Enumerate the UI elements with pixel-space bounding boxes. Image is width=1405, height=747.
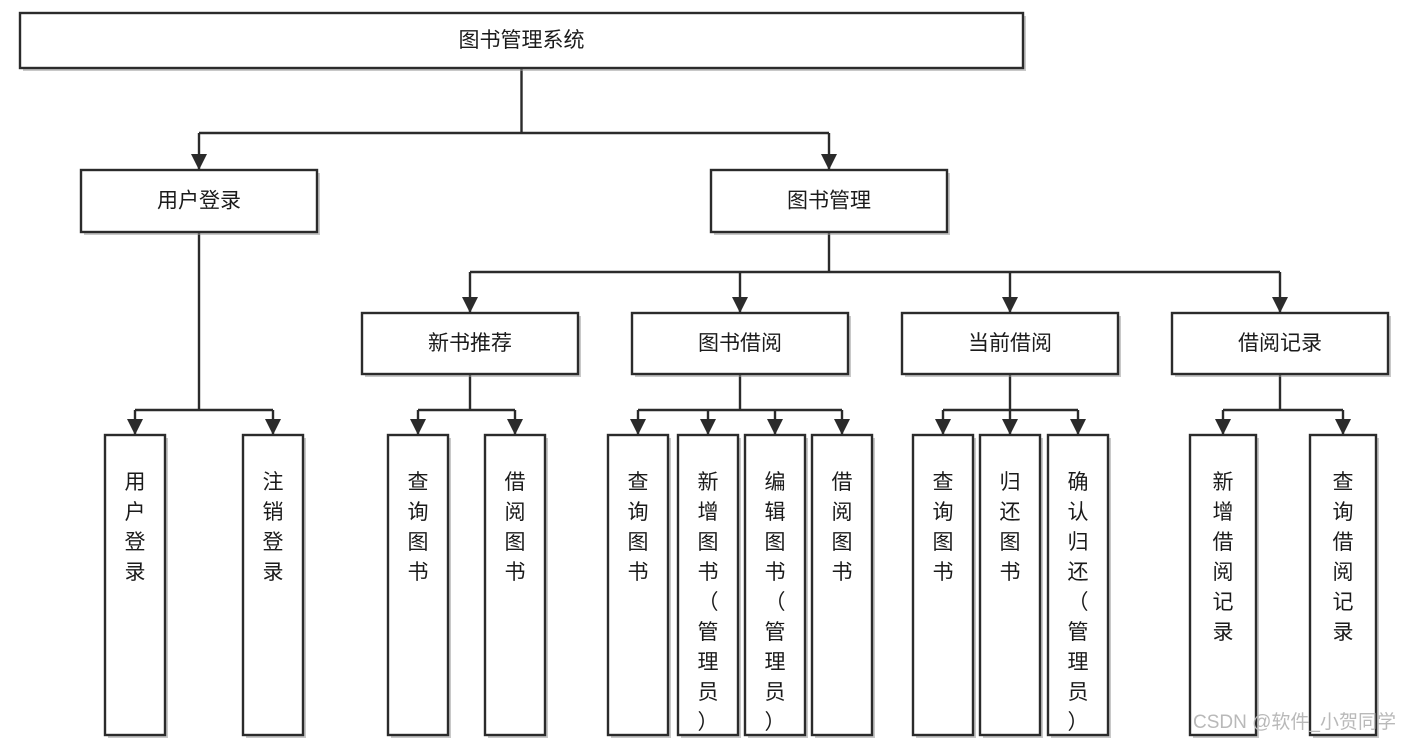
node-label: 当前借阅 [968,332,1052,355]
node-border [709,168,949,234]
node-label: 查询图书 [408,471,429,584]
node-root[interactable]: 图书管理系统 [18,11,1026,71]
nodes-layer: 图书管理系统用户登录图书管理新书推荐图书借阅当前借阅借阅记录用户登录注销登录查询… [18,11,1391,738]
arrow-head [127,419,143,435]
csdn-watermark: CSDN @软件_小贺同学 [1193,711,1396,733]
node-leaf_add_book[interactable]: 新增图书（管理员） [676,433,741,738]
node-label: 新书推荐 [428,332,512,355]
node-label: 确认归还（管理员） [1068,471,1089,734]
node-label: 用户登录 [157,190,241,213]
node-leaf_borrow_book_2[interactable]: 借阅图书 [810,433,875,738]
node-label: 借阅图书 [505,471,526,584]
node-label: 图书管理 [787,190,871,213]
node-border [630,311,850,376]
node-leaf_edit_book[interactable]: 编辑图书（管理员） [743,433,808,738]
node-label: 新增图书（管理员） [698,471,719,734]
node-new_book_rec[interactable]: 新书推荐 [360,311,581,377]
node-leaf_query_book_2[interactable]: 查询图书 [606,433,671,738]
arrow-head [191,154,207,170]
node-label: 编辑图书（管理员） [765,471,786,734]
node-border [900,311,1120,376]
node-label: 用户登录 [125,471,146,584]
node-label: 归还图书 [1000,471,1021,584]
edge-group-current_borrow [935,374,1086,435]
node-label: 借阅记录 [1238,332,1322,355]
arrow-head [732,297,748,313]
arrow-head [1002,297,1018,313]
node-border [79,168,319,234]
node-leaf_return_book[interactable]: 归还图书 [978,433,1043,738]
node-border [103,433,167,737]
edge-group-book_borrow [630,374,850,435]
node-leaf_user_login[interactable]: 用户登录 [103,433,168,738]
arrow-head [630,419,646,435]
node-border [360,311,580,376]
node-leaf_query_book_1[interactable]: 查询图书 [386,433,451,738]
arrow-head [700,419,716,435]
node-current_borrow[interactable]: 当前借阅 [900,311,1121,377]
node-border [606,433,670,737]
node-leaf_add_record[interactable]: 新增借阅记录 [1188,433,1259,738]
node-border [241,433,305,737]
node-label: 图书借阅 [698,332,782,355]
node-border [386,433,450,737]
node-border [676,433,740,737]
node-border [483,433,547,737]
arrow-head [507,419,523,435]
node-label: 查询图书 [933,471,954,584]
arrow-head [1070,419,1086,435]
arrow-head [462,297,478,313]
node-border [743,433,807,737]
arrow-head [1272,297,1288,313]
node-border [1046,433,1110,737]
node-leaf_borrow_book_1[interactable]: 借阅图书 [483,433,548,738]
arrow-head [767,419,783,435]
arrow-head [1335,419,1351,435]
edge-group-new_book_rec [410,374,523,435]
node-leaf_logout[interactable]: 注销登录 [241,433,306,738]
edge-group-borrow_record [1215,374,1351,435]
node-border [911,433,975,737]
arrow-head [410,419,426,435]
node-leaf_query_record[interactable]: 查询借阅记录 [1308,433,1379,738]
node-label: 新增借阅记录 [1213,471,1234,644]
node-label: 图书管理系统 [459,29,585,52]
node-border [810,433,874,737]
arrow-head [935,419,951,435]
node-label: 查询图书 [628,471,649,584]
node-label: 借阅图书 [832,471,853,584]
node-border [978,433,1042,737]
arrow-head [1215,419,1231,435]
edge-group-book_manage [462,232,1288,313]
node-borrow_record[interactable]: 借阅记录 [1170,311,1391,377]
node-user_login[interactable]: 用户登录 [79,168,320,235]
node-border [1170,311,1390,376]
connectors-layer [127,68,1351,435]
arrow-head [834,419,850,435]
arrow-head [265,419,281,435]
arrow-head [1002,419,1018,435]
node-border [1188,433,1258,737]
node-leaf_confirm_return[interactable]: 确认归还（管理员） [1046,433,1111,738]
node-label: 注销登录 [263,471,284,584]
node-border [1308,433,1378,737]
node-book_manage[interactable]: 图书管理 [709,168,950,235]
node-label: 查询借阅记录 [1333,471,1354,644]
node-leaf_query_book_3[interactable]: 查询图书 [911,433,976,738]
node-book_borrow[interactable]: 图书借阅 [630,311,851,377]
arrow-head [821,154,837,170]
edge-group-user_login [127,232,281,435]
node-border [18,11,1025,70]
edge-group-root [191,68,837,170]
